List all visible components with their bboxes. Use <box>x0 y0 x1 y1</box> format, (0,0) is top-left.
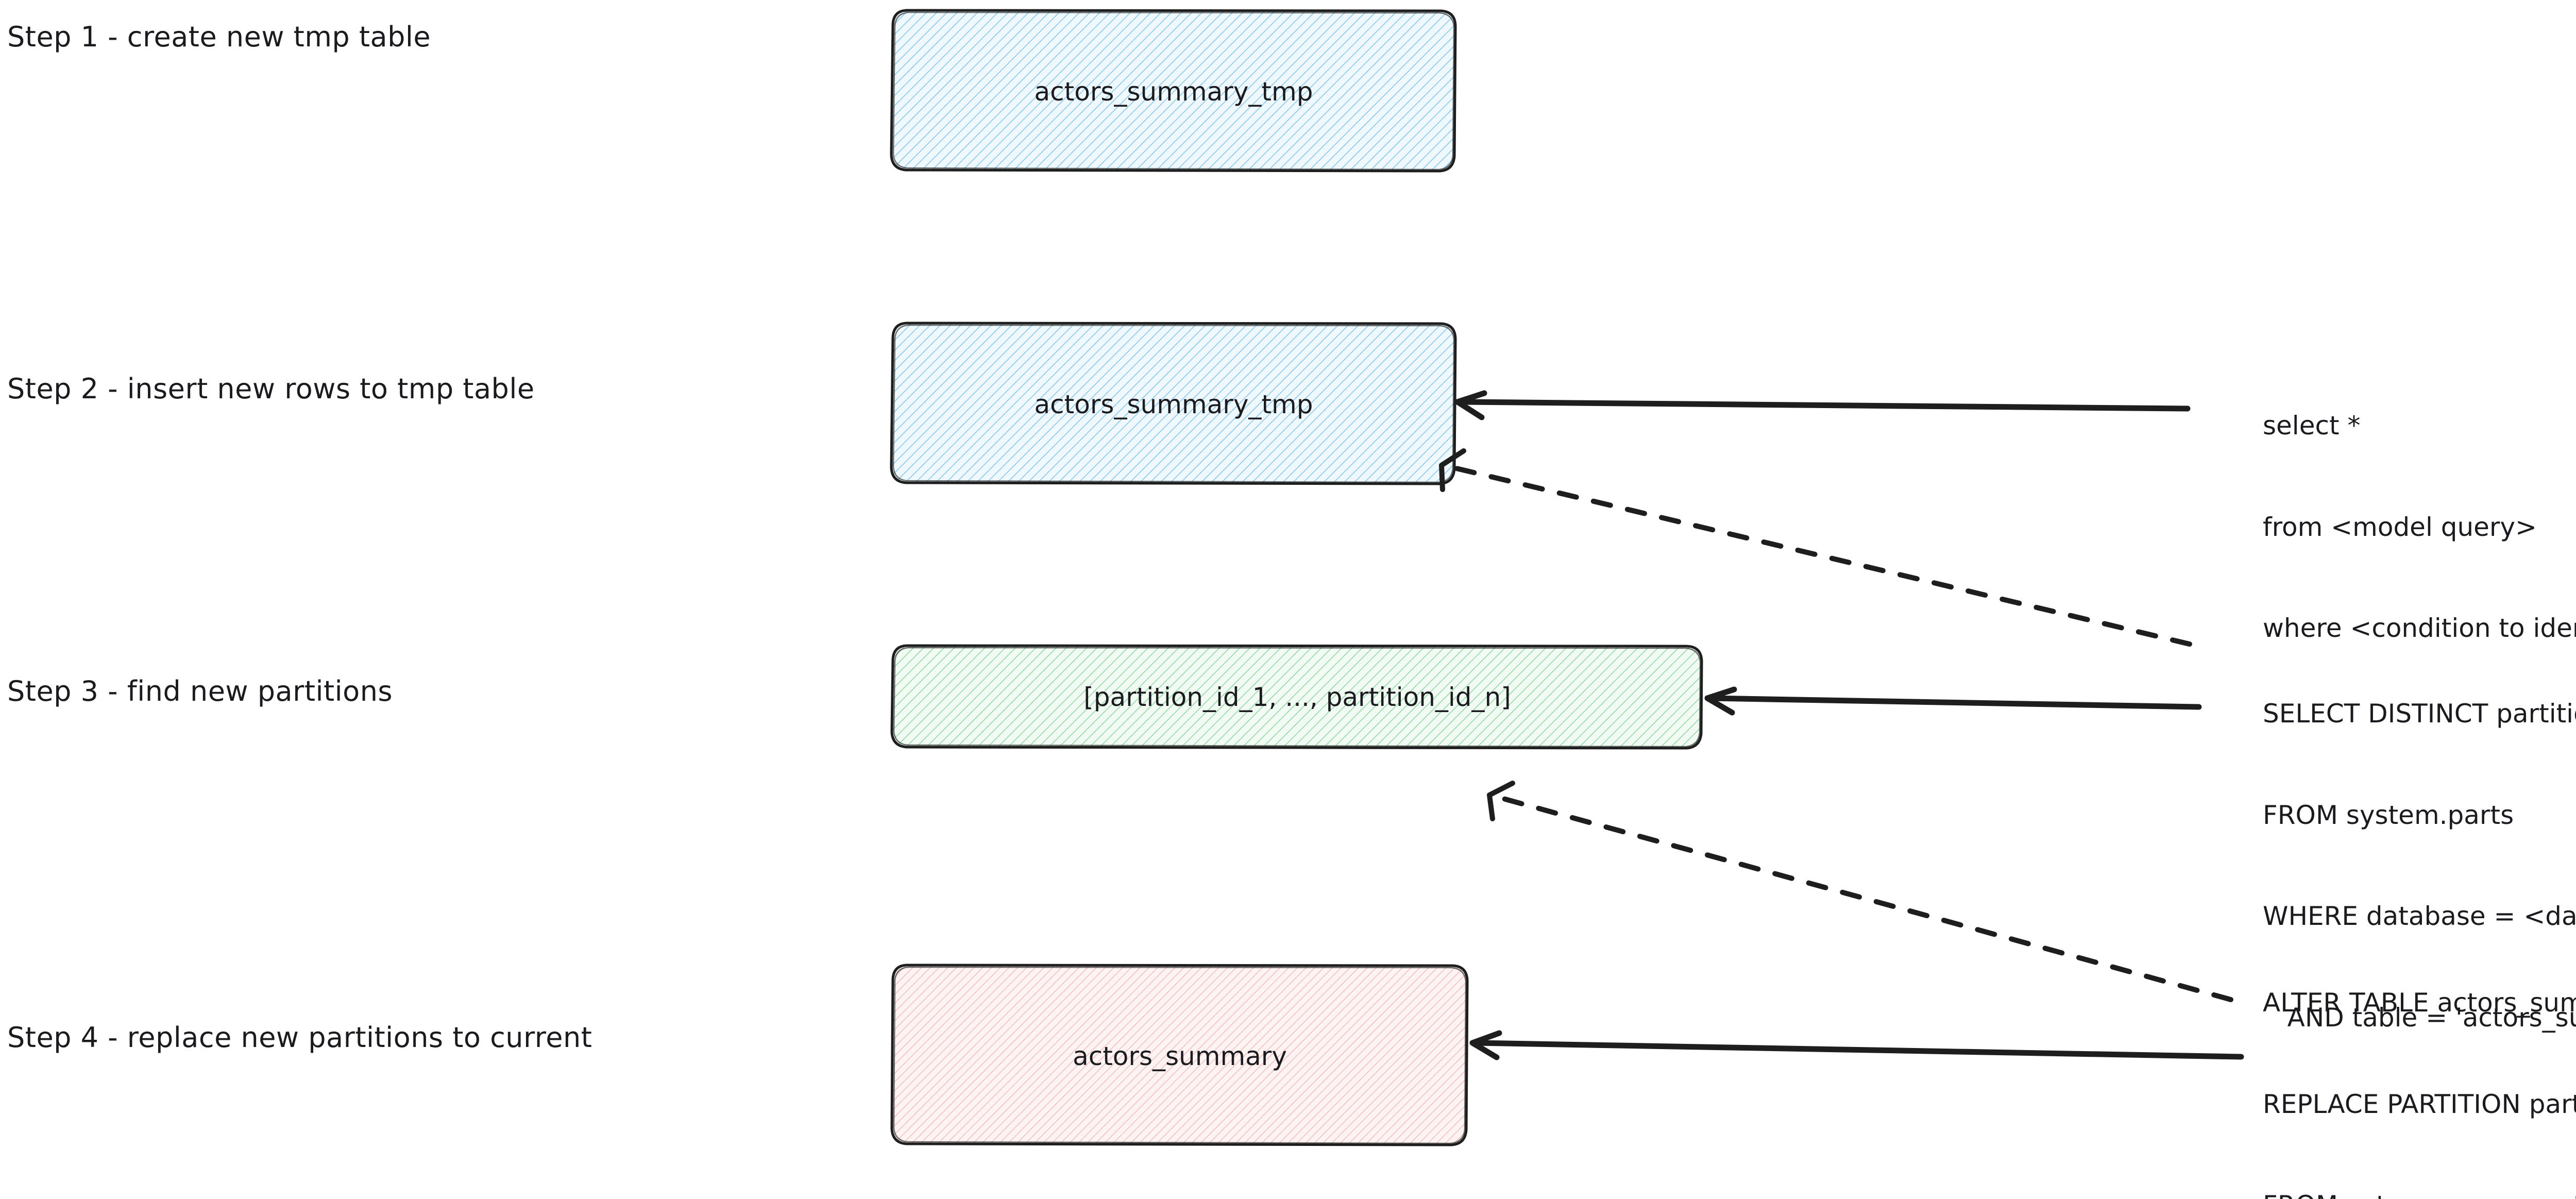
arrow-findpartitions-to-green-box <box>1704 686 2202 716</box>
sql-line: from <model query> <box>2263 512 2537 542</box>
arrow-sql-to-tmp-box <box>1454 390 2191 420</box>
sql-line: FROM actors_summary_tmp, <box>2263 1189 2576 1199</box>
box-step2-label: actors_summary_tmp <box>1034 390 1313 419</box>
box-step3-label: [partition_id_1, ..., partition_id_n] <box>1083 682 1511 712</box>
box-step3-partition-list[interactable] <box>890 644 1703 750</box>
box-step4-actors-summary[interactable] <box>890 964 1469 1146</box>
step-label-2: Step 2 - insert new rows to tmp table <box>7 373 535 405</box>
box-step1-actors-summary-tmp[interactable] <box>890 9 1457 173</box>
step-label-4: Step 4 - replace new partitions to curre… <box>7 1021 592 1054</box>
box-step1-label: actors_summary_tmp <box>1034 77 1313 107</box>
arrow-replacesql-to-summary-box <box>1469 1030 2244 1060</box>
box-step4-label: actors_summary <box>1073 1041 1287 1071</box>
sql-line: SELECT DISTINCT partition_id <box>2263 699 2576 729</box>
sql-line: WHERE database = <database> <box>2263 901 2576 931</box>
sql-line: AND table = 'actors_summary_tmp' <box>2287 1002 2576 1033</box>
sql-line: REPLACE PARTITION partition_id_1 <box>2263 1089 2576 1119</box>
sql-line: ALTER TABLE actors_summary <box>2263 988 2576 1018</box>
arrow-findpartitions-to-tmp-box <box>1439 448 2192 647</box>
sql-line: select * <box>2263 411 2361 441</box>
arrow-replacesql-to-green-box <box>1487 781 2233 1002</box>
box-step2-actors-summary-tmp[interactable] <box>890 322 1457 485</box>
sql-line: FROM system.parts <box>2263 800 2514 830</box>
sql-line: where <condition to identify new> <box>2263 613 2576 643</box>
step-label-3: Step 3 - find new partitions <box>7 675 393 707</box>
annotation-find-partitions-sql: SELECT DISTINCT partition_id FROM system… <box>2263 630 2576 1102</box>
annotation-replace-partitions-sql: ALTER TABLE actors_summary REPLACE PARTI… <box>2263 919 2576 1199</box>
annotation-model-query-sql: select * from <model query> where <condi… <box>2263 342 2576 713</box>
step-label-1: Step 1 - create new tmp table <box>7 21 431 53</box>
